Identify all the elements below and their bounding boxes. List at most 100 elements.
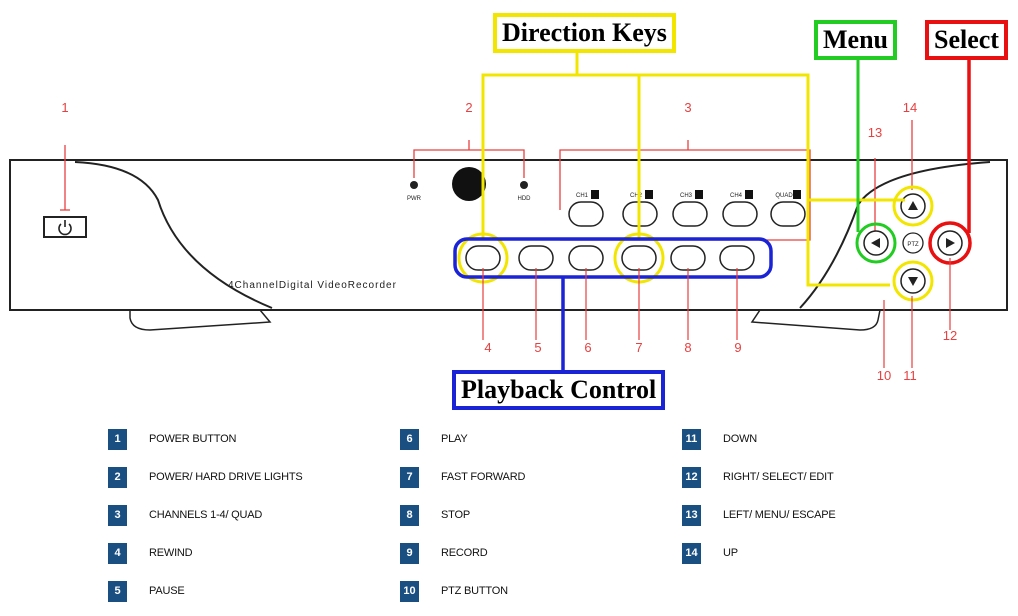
select-callout: Select <box>925 20 1008 60</box>
channel-label-3: CH3 <box>680 193 693 199</box>
right-foot <box>750 309 881 331</box>
legend-text: PAUSE <box>149 585 185 597</box>
pause-button[interactable] <box>518 245 554 271</box>
legend-item: 13 LEFT/ MENU/ ESCAPE <box>682 496 836 534</box>
legend-item: 14 UP <box>682 534 836 572</box>
legend-number-badge: 14 <box>682 542 701 564</box>
menu-callout: Menu <box>814 20 897 60</box>
marker-6: 6 <box>584 340 591 355</box>
marker-3: 3 <box>684 100 691 115</box>
legend-number-badge: 12 <box>682 466 701 488</box>
legend-column-2: 6 PLAY 7 FAST FORWARD 8 STOP 9 RECORD 10 PTZ BUTT… <box>400 420 525 610</box>
play-button[interactable] <box>568 245 604 271</box>
channel-indicator-3 <box>695 190 703 199</box>
channel-indicator-2 <box>645 190 653 199</box>
pwr-led <box>410 181 418 189</box>
legend-item: 1 POWER BUTTON <box>108 420 303 458</box>
up-arrow-icon <box>908 201 918 210</box>
legend-column-3: 11 DOWN 12 RIGHT/ SELECT/ EDIT 13 LEFT/ MENU/… <box>682 420 836 572</box>
marker-5: 5 <box>534 340 541 355</box>
legend-text: PTZ BUTTON <box>441 585 508 597</box>
marker-9: 9 <box>734 340 741 355</box>
marker-7: 7 <box>635 340 642 355</box>
stop-button[interactable] <box>670 245 706 271</box>
hdd-led-label: HDD <box>518 196 532 202</box>
left-arrow-icon <box>871 238 880 248</box>
legend-text: PLAY <box>441 433 468 445</box>
playback-buttons <box>465 245 755 271</box>
legend-item: 8 STOP <box>400 496 525 534</box>
legend-item: 4 REWIND <box>108 534 303 572</box>
legend-text: DOWN <box>723 433 758 445</box>
body-curve-left <box>74 161 273 309</box>
menu-connector <box>855 52 897 264</box>
legend-text: RECORD <box>441 547 488 559</box>
channel-button-4[interactable] <box>722 201 758 227</box>
channel-indicator-4 <box>745 190 753 199</box>
legend-text: UP <box>723 547 738 559</box>
channel-label-5: QUAD <box>775 193 793 199</box>
legend-item: 11 DOWN <box>682 420 836 458</box>
channel-button-1[interactable] <box>568 201 604 227</box>
ptz-label: PTZ <box>907 242 919 248</box>
marker-11: 11 <box>903 368 917 383</box>
legend-text: RIGHT/ SELECT/ EDIT <box>723 471 834 483</box>
legend-number-badge: 4 <box>108 542 127 564</box>
rewind-button[interactable] <box>465 245 501 271</box>
ptz-button[interactable] <box>902 232 924 254</box>
marker-12: 12 <box>943 328 957 343</box>
legend-number-badge: 10 <box>400 580 419 602</box>
legend-item: 6 PLAY <box>400 420 525 458</box>
marker-10: 10 <box>877 368 891 383</box>
right-arrow-icon <box>946 238 955 248</box>
legend-text: REWIND <box>149 547 193 559</box>
left-foot <box>129 309 272 331</box>
legend-text: STOP <box>441 509 470 521</box>
legend-number-badge: 13 <box>682 504 701 526</box>
legend-number-badge: 1 <box>108 428 127 450</box>
marker-13: 13 <box>868 125 882 140</box>
playback-control-connector <box>453 237 773 372</box>
legend-number-badge: 6 <box>400 428 419 450</box>
channel-label-2: CH2 <box>630 193 643 199</box>
fast-forward-button[interactable] <box>621 245 657 271</box>
down-arrow-icon <box>908 277 918 286</box>
legend-number-badge: 9 <box>400 542 419 564</box>
channel-indicator-1 <box>591 190 599 199</box>
legend-text: FAST FORWARD <box>441 471 526 483</box>
legend-number-badge: 7 <box>400 466 419 488</box>
hdd-led <box>520 181 528 189</box>
legend-number-badge: 5 <box>108 580 127 602</box>
marker-leaders-lower <box>482 258 951 368</box>
legend-item: 10 PTZ BUTTON <box>400 572 525 610</box>
legend-text: LEFT/ MENU/ ESCAPE <box>723 509 836 521</box>
legend-text: POWER/ HARD DRIVE LIGHTS <box>149 471 303 483</box>
channel-indicator-5 <box>793 190 801 199</box>
legend-item: 7 FAST FORWARD <box>400 458 525 496</box>
marker-8: 8 <box>684 340 691 355</box>
channel-button-3[interactable] <box>672 201 708 227</box>
marker-14: 14 <box>903 100 917 115</box>
power-icon <box>58 220 72 236</box>
direction-keys-callout: Direction Keys <box>493 13 676 53</box>
channel-button-5[interactable] <box>770 201 806 227</box>
channel-label-4: CH4 <box>730 193 743 199</box>
legend-item: 5 PAUSE <box>108 572 303 610</box>
pwr-led-label: PWR <box>407 196 422 202</box>
legend-text: POWER BUTTON <box>149 433 237 445</box>
legend-number-badge: 8 <box>400 504 419 526</box>
record-button[interactable] <box>719 245 755 271</box>
marker-1: 1 <box>61 100 68 115</box>
model-text: 4ChannelDigital VideoRecorder <box>228 280 397 291</box>
legend-item: 12 RIGHT/ SELECT/ EDIT <box>682 458 836 496</box>
ir-receiver <box>452 167 486 201</box>
legend-item: 9 RECORD <box>400 534 525 572</box>
channel-label-1: CH1 <box>576 193 589 199</box>
legend-number-badge: 11 <box>682 428 701 450</box>
playback-control-callout: Playback Control <box>452 370 666 410</box>
